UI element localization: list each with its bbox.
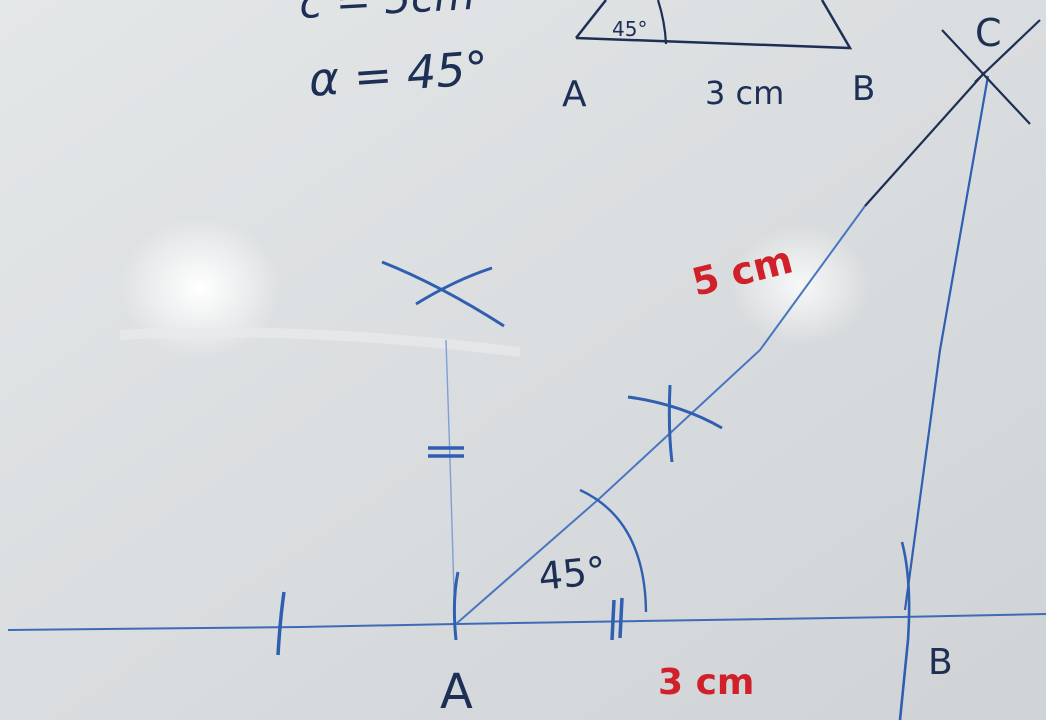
vertex-c-cross [941, 19, 1041, 125]
side-ac-upper [864, 71, 986, 207]
light-glare-right [730, 225, 870, 345]
sketch-angle-arc [656, 0, 668, 45]
base-line [7, 613, 1046, 631]
vertex-b-label: B [928, 642, 953, 683]
side-ab-length: 3 cm [658, 662, 754, 703]
tick-mark-double [610, 597, 624, 641]
angle-arc [579, 488, 648, 613]
tick-mark-a [452, 571, 460, 641]
vertex-c-label: C [975, 11, 1002, 55]
perpendicular-line [445, 339, 456, 626]
tick-mark-left [276, 591, 286, 656]
given-alpha: α = 45° [307, 41, 490, 107]
vertex-a-label: A [440, 664, 473, 720]
board-smudge [119, 327, 521, 357]
bisector-arc-cross-top [381, 260, 505, 328]
angle-label: 45° [536, 548, 608, 599]
sketch-angle-label: 45° [612, 17, 647, 41]
sketch-side-length: 3 cm [705, 74, 784, 112]
side-ac [455, 205, 866, 625]
sketch-vertex-a: A [562, 74, 587, 115]
equal-mark [428, 446, 464, 458]
sketch-vertex-b: B [852, 69, 875, 109]
side-cb [903, 75, 990, 611]
bisector-arc-cross-mid [627, 384, 723, 463]
sketch-triangle [575, 0, 853, 50]
light-glare-left [120, 218, 280, 358]
arc-at-b [898, 541, 911, 720]
